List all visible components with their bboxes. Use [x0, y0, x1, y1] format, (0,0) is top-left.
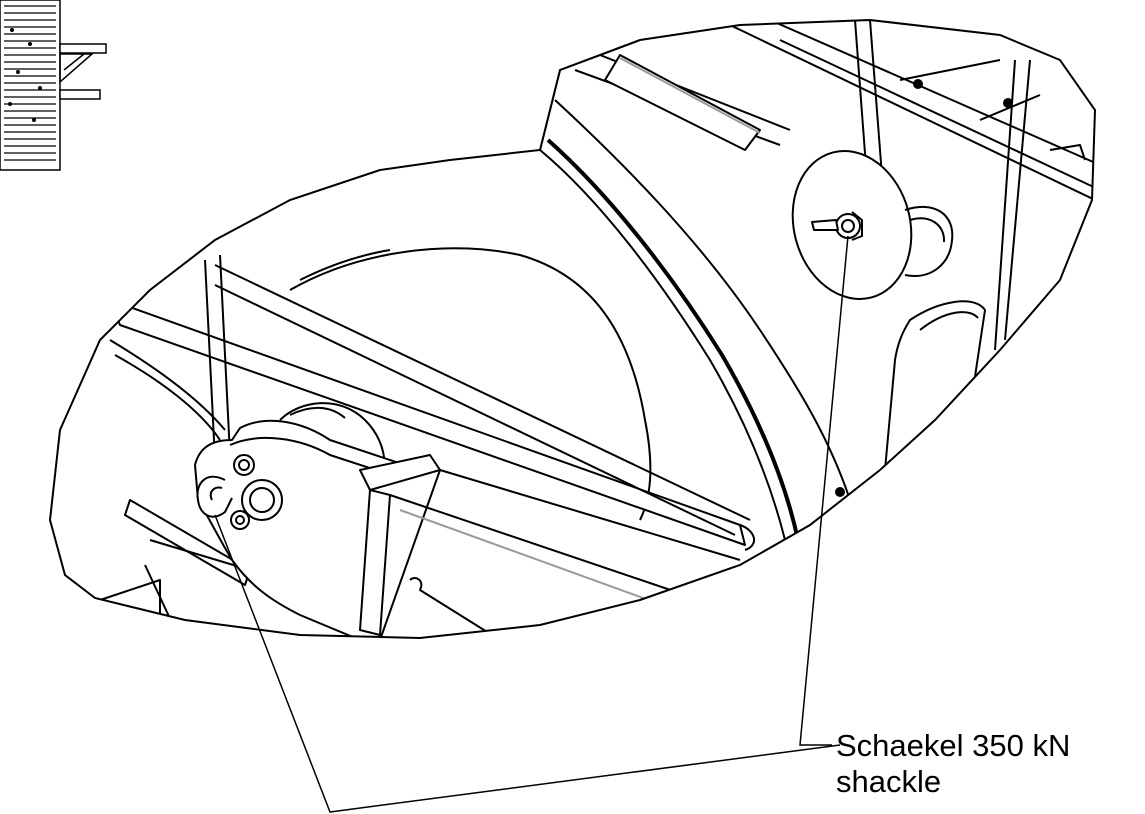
- shackle: [196, 475, 233, 518]
- detail-view: [99, 20, 1095, 638]
- link-plate: [194, 419, 441, 638]
- shackle-pin: [241, 479, 283, 521]
- drum-outline: [289, 247, 652, 521]
- callout-label: Schaekel 350 kN shackle: [836, 728, 1070, 800]
- bolt-upper: [835, 213, 861, 239]
- callout-leaders: [214, 235, 849, 813]
- overview-thumbnail: [0, 0, 107, 171]
- detail-outline: [48, 18, 1097, 640]
- callout-line-1: Schaekel 350 kN: [836, 728, 1071, 763]
- callout-line-2: shackle: [836, 764, 942, 799]
